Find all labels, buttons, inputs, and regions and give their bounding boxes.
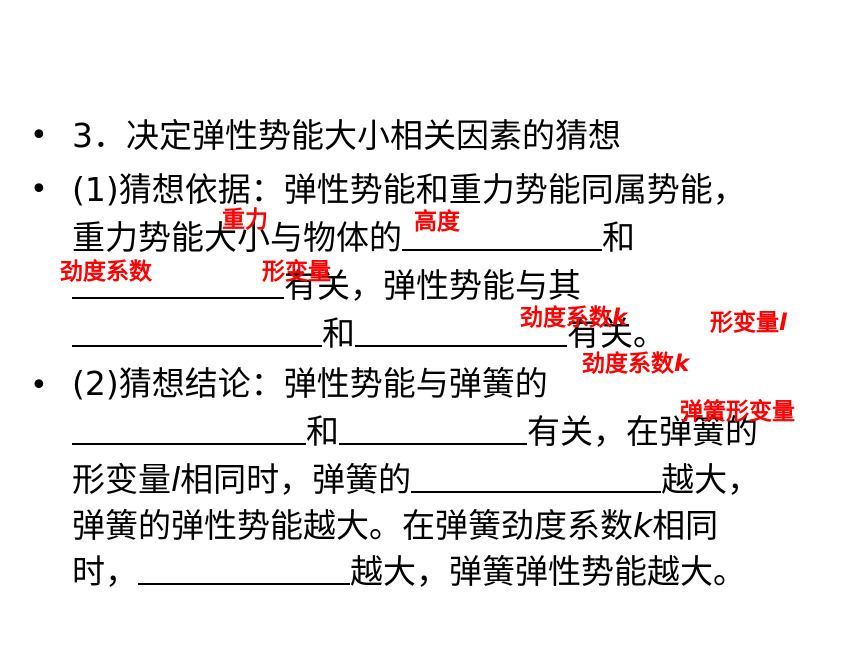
conclusion-text-4b: 相同 xyxy=(652,506,719,545)
blank-4 xyxy=(355,317,567,347)
answer-deformation-1: 形变量 xyxy=(262,259,331,285)
conclusion-text-2b: 有关，在弹簧的 xyxy=(527,412,758,451)
blank-1 xyxy=(402,221,602,251)
bullet-dot: • xyxy=(30,172,48,207)
blank-8 xyxy=(138,555,350,585)
heading-text: 3．决定弹性势能大小相关因素的猜想 xyxy=(72,116,621,155)
blank-3 xyxy=(72,317,322,347)
blank-2 xyxy=(72,269,284,299)
blank-5 xyxy=(72,415,306,445)
blank-7 xyxy=(411,463,662,493)
conclusion-text-3c: 越大， xyxy=(661,460,761,499)
conclusion-text-3b: 相同时，弹簧的 xyxy=(180,460,412,499)
basis-text-4a: 和 xyxy=(322,314,355,353)
basis-text-4b: 有关。 xyxy=(567,314,666,353)
basis-text-2b: 和 xyxy=(602,218,635,257)
answer-deformation-2-text: 形变量 xyxy=(710,310,779,336)
conclusion-text-1: (2)猜想结论：弹性势能与弹簧的 xyxy=(72,364,548,403)
conclusion-text-5a: 时， xyxy=(72,552,138,591)
bullet-dot: • xyxy=(30,368,48,403)
answer-gravity: 重力 xyxy=(222,207,268,233)
heading-line: 3．决定弹性势能大小相关因素的猜想 xyxy=(72,114,621,158)
conclusion-line-3: 形变量l相同时，弹簧的 越大， xyxy=(72,458,760,502)
conclusion-line-1: (2)猜想结论：弹性势能与弹簧的 xyxy=(72,362,548,406)
basis-line-2: 重力势能大小与物体的 和 xyxy=(72,216,635,260)
answer-stiffness-2-var: k xyxy=(612,305,628,331)
blank-6 xyxy=(339,415,527,445)
basis-line-1: (1)猜想依据：弹性势能和重力势能同属势能， xyxy=(72,168,746,212)
answer-stiffness-3-text: 劲度系数 xyxy=(582,351,674,377)
answer-stiffness-2-text: 劲度系数 xyxy=(520,305,612,331)
basis-line-3: 有关，弹性势能与其 xyxy=(72,264,581,308)
var-l: l xyxy=(171,460,181,499)
answer-stiffness-3-var: k xyxy=(674,351,690,377)
answer-height: 高度 xyxy=(414,209,460,235)
answer-stiffness-2: 劲度系数k xyxy=(520,304,627,332)
bullet-dot: • xyxy=(30,118,48,153)
basis-line-4: 和 有关。 xyxy=(72,312,666,356)
conclusion-text-2a: 和 xyxy=(306,412,339,451)
conclusion-line-4: 弹簧的弹性势能越大。在弹簧劲度系数k相同 xyxy=(72,504,718,548)
conclusion-text-4a: 弹簧的弹性势能越大。在弹簧劲度系数 xyxy=(72,506,633,545)
answer-stiffness-1: 劲度系数 xyxy=(60,259,152,285)
basis-text-3a: 有关，弹性势能与其 xyxy=(284,266,581,305)
conclusion-text-3a: 形变量 xyxy=(72,460,171,499)
answer-deformation-2: 形变量l xyxy=(710,309,787,337)
basis-text-2a: 重力势能大小与物体的 xyxy=(72,218,402,257)
answer-spring-deformation: 弹簧形变量 xyxy=(680,399,795,425)
answer-stiffness-3: 劲度系数k xyxy=(582,350,689,378)
answer-deformation-2-var: l xyxy=(779,310,787,336)
basis-text-1: (1)猜想依据：弹性势能和重力势能同属势能， xyxy=(72,170,746,209)
conclusion-line-5: 时， 越大，弹簧弹性势能越大。 xyxy=(72,550,746,594)
conclusion-text-5b: 越大，弹簧弹性势能越大。 xyxy=(350,552,746,591)
conclusion-line-2: 和 有关，在弹簧的 xyxy=(72,410,758,454)
var-k: k xyxy=(633,506,653,545)
